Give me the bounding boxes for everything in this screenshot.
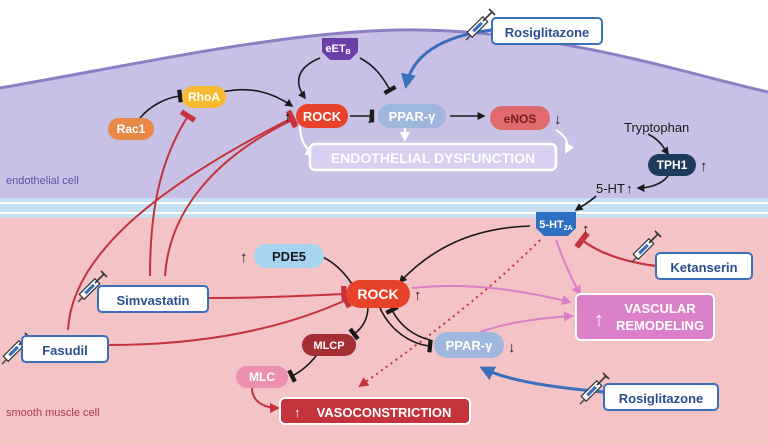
svg-text:REMODELING: REMODELING — [616, 318, 704, 333]
remodeling-up-arrow: ↑ — [594, 309, 604, 331]
ketanserin-drug: Ketanserin — [631, 230, 753, 280]
svg-text:5-HT2A: 5-HT2A — [539, 219, 572, 232]
svg-text:Rac1: Rac1 — [117, 122, 146, 136]
tryptophan-label: Tryptophan — [624, 120, 689, 135]
fasudil-drug: Fasudil — [1, 332, 109, 365]
ppar-top-node: ↓ PPAR-γ — [366, 104, 446, 128]
svg-text:5-HT: 5-HT — [596, 181, 625, 196]
svg-text:Rosiglitazone: Rosiglitazone — [619, 391, 704, 406]
5ht2a-receptor-node: 5-HT2A ↑ — [536, 212, 590, 238]
svg-text:ROCK: ROCK — [357, 286, 398, 302]
receptor-up-arrow: ↑ — [582, 221, 590, 238]
svg-text:VASOCONSTRICTION: VASOCONSTRICTION — [317, 405, 452, 420]
pde5-up-arrow: ↑ — [240, 249, 248, 266]
rock-inhibits-mlcp — [348, 305, 369, 341]
svg-text:MLC: MLC — [249, 370, 275, 384]
receptor-to-vasoconstriction — [358, 239, 541, 388]
svg-text:PDE5: PDE5 — [272, 249, 306, 264]
svg-text:Fasudil: Fasudil — [42, 343, 88, 358]
rac1-node: Rac1 — [108, 118, 154, 140]
vasoconstriction-up-arrow: ↑ — [294, 405, 301, 420]
tph1-to-5ht — [636, 175, 669, 192]
rock-inhibits-ppar-bottom — [379, 307, 433, 353]
endothelial-border — [0, 28, 768, 94]
mlc-node: MLC — [236, 366, 288, 388]
membrane-band — [0, 198, 768, 218]
fasudil-inhibits-rock-bottom — [107, 291, 352, 346]
endothelial-dysfunction-box: ENDOTHELIAL DYSFUNCTION — [308, 142, 558, 172]
rhoa-node: RhoA — [182, 86, 226, 108]
rock-to-remodeling — [411, 284, 572, 305]
svg-text:eNOS: eNOS — [504, 112, 537, 126]
tryptophan-to-tph1 — [647, 133, 669, 156]
simvastatin-inhibits-rock-bottom — [207, 285, 348, 303]
enos-to-dysfunction — [555, 129, 575, 154]
eetb-inhibits-ppar — [359, 57, 397, 96]
ppar-top-down-arrow: ↓ — [366, 110, 374, 127]
rosiglitazone-bottom-drug: Rosiglitazone — [579, 372, 719, 411]
svg-text:Rosiglitazone: Rosiglitazone — [505, 25, 590, 40]
svg-text:TPH1: TPH1 — [657, 158, 688, 172]
pde5-node: ↑ PDE5 — [240, 244, 324, 268]
tph1-node: TPH1 ↑ — [648, 154, 708, 176]
svg-text:eETB: eETB — [325, 43, 350, 56]
svg-text:MLCP: MLCP — [313, 340, 344, 352]
rosiglitazone-top-drug: Rosiglitazone — [465, 8, 603, 45]
rock-bottom-up-arrow: ↑ — [414, 287, 422, 304]
enos-node: eNOS ↓ — [490, 106, 562, 130]
ppar-inhibits-rock-bottom — [385, 305, 431, 341]
5ht-up-arrow: ↑ — [626, 181, 633, 196]
svg-text:Simvastatin: Simvastatin — [117, 293, 190, 308]
svg-text:ENDOTHELIAL DYSFUNCTION: ENDOTHELIAL DYSFUNCTION — [331, 150, 535, 166]
simvastatin-inhibits-rock-top — [164, 111, 298, 277]
vasoconstriction-box: ↑ VASOCONSTRICTION — [279, 397, 471, 425]
smooth-muscle-label: smooth muscle cell — [6, 407, 100, 419]
ppar-inhibits-remodeling — [479, 311, 574, 333]
endothelial-label: endothelial cell — [6, 175, 79, 187]
mlcp-node: MLCP — [302, 334, 356, 356]
ppar-bottom-down-arrow: ↓ — [508, 339, 516, 356]
rock-top-node: ↑ ROCK — [284, 104, 348, 128]
5ht-node: 5-HT ↑ — [596, 181, 633, 196]
mlc-to-vasoconstriction — [251, 387, 280, 413]
svg-text:VASCULAR: VASCULAR — [624, 301, 696, 316]
eetb-node: eETB — [322, 38, 358, 60]
svg-text:RhoA: RhoA — [188, 90, 220, 104]
ppar-bottom-node: PPAR-γ ↓ — [434, 332, 516, 358]
vascular-remodeling-box: ↑ VASCULAR REMODELING — [575, 293, 715, 341]
rock-top-up-arrow: ↑ — [284, 109, 292, 126]
5ht-to-receptor — [574, 195, 597, 211]
rock-bottom-node: ROCK ↑ — [346, 280, 422, 308]
enos-down-arrow: ↓ — [554, 111, 562, 128]
svg-text:PPAR-γ: PPAR-γ — [446, 338, 493, 353]
ketanserin-inhibits-receptor — [574, 231, 657, 268]
receptor-to-rock — [398, 225, 531, 284]
rhoa-to-rock — [221, 88, 294, 107]
svg-text:Ketanserin: Ketanserin — [670, 260, 737, 275]
tph1-up-arrow: ↑ — [700, 158, 708, 175]
simvastatin-drug: Simvastatin — [77, 270, 209, 313]
fasudil-inhibits-rock-top — [67, 109, 299, 331]
svg-text:PPAR-γ: PPAR-γ — [389, 109, 436, 124]
mlcp-inhibits-mlc — [287, 355, 317, 383]
eetb-to-rock — [297, 57, 321, 100]
rac1-inhibits-rhoa — [139, 89, 183, 119]
svg-text:ROCK: ROCK — [303, 109, 342, 124]
receptor-to-remodeling — [555, 239, 581, 296]
simvastatin-inhibits-rhoa — [149, 109, 197, 277]
